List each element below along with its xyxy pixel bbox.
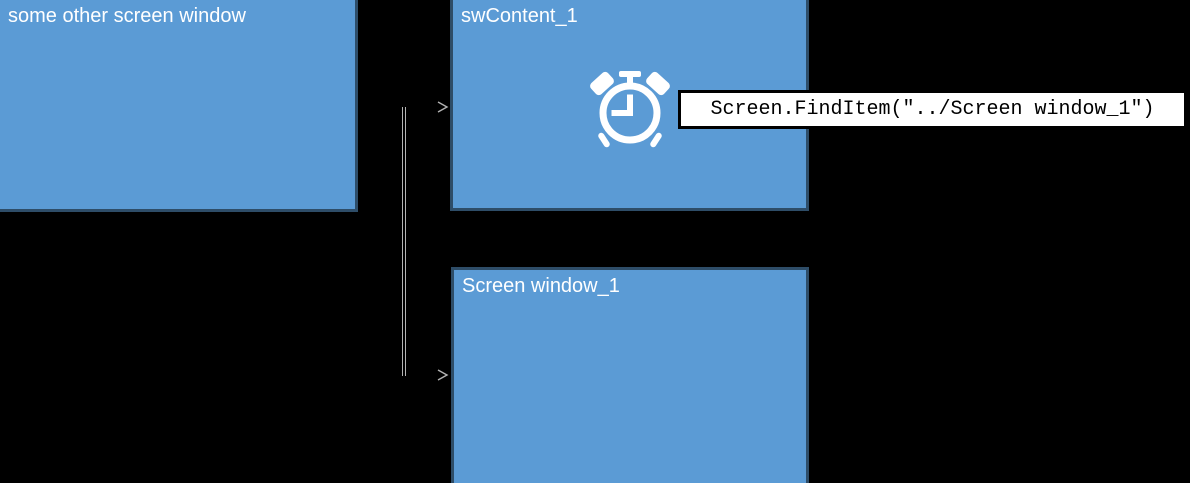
alarm-clock-icon bbox=[590, 71, 670, 148]
code-callout-text: Screen.FindItem("../Screen window_1") bbox=[710, 97, 1155, 121]
node-other-screen-window[interactable]: some other screen window bbox=[0, 0, 358, 212]
edge-line-left-rail bbox=[402, 107, 403, 376]
edge-line-right-rail bbox=[405, 107, 406, 376]
node-title-swcontent-1: swContent_1 bbox=[461, 5, 578, 27]
node-screen-window-1[interactable]: Screen window_1 bbox=[451, 267, 809, 483]
node-title-screen-window-1: Screen window_1 bbox=[462, 275, 620, 297]
arrow-open-right-icon bbox=[437, 369, 449, 381]
code-callout-find-item[interactable]: Screen.FindItem("../Screen window_1") bbox=[678, 90, 1187, 129]
arrow-open-right-icon bbox=[437, 101, 449, 113]
node-title-other-screen-window: some other screen window bbox=[8, 5, 246, 27]
